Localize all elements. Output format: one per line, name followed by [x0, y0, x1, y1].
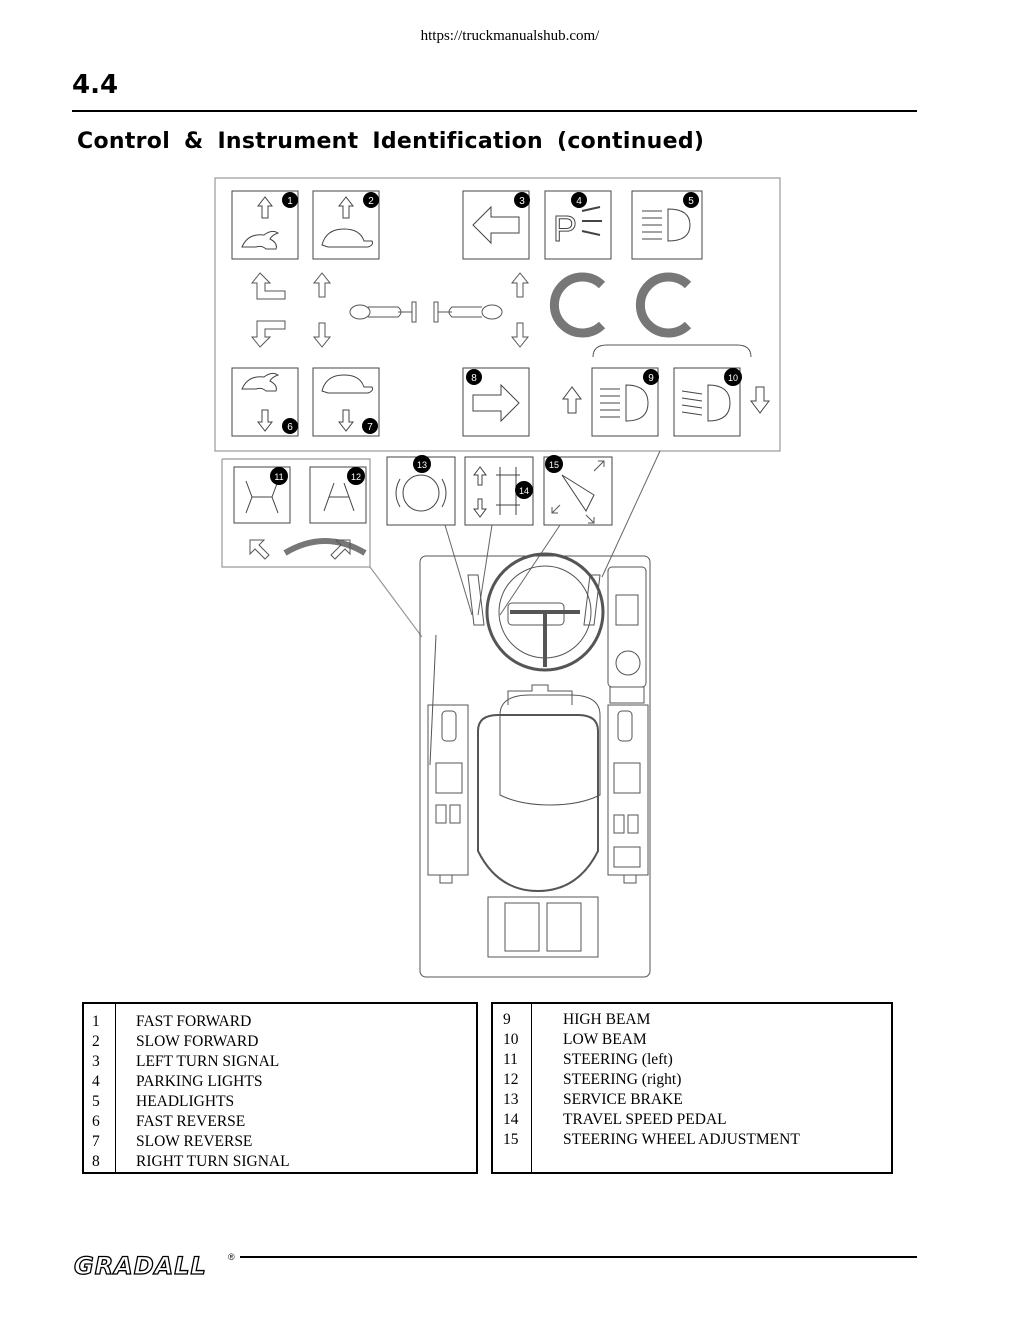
slow-forward-icon — [312, 190, 380, 260]
callout: 14 — [519, 486, 529, 496]
header-rule — [72, 110, 917, 112]
callout: 7 — [367, 422, 373, 433]
legend-number: 14 — [503, 1111, 519, 1128]
right-turn-signal-icon — [462, 367, 530, 437]
legend-number: 8 — [92, 1153, 100, 1170]
legend-label: LEFT TURN SIGNAL — [136, 1053, 280, 1070]
legend-label: SERVICE BRAKE — [563, 1091, 683, 1108]
callout: 15 — [549, 460, 559, 470]
table-row: 5 HEADLIGHTS — [84, 1092, 474, 1112]
legend-label: STEERING (left) — [563, 1051, 673, 1068]
callout: 3 — [519, 196, 525, 207]
legend-number: 9 — [503, 1011, 511, 1028]
source-url[interactable]: https://truckmanualshub.com/ — [420, 28, 600, 44]
callout: 8 — [471, 373, 477, 384]
callout: 4 — [576, 196, 582, 207]
steering-arc — [283, 538, 367, 556]
beam-bracket — [592, 344, 752, 358]
legend-label: HEADLIGHTS — [136, 1093, 235, 1110]
legend-table-right: 9 HIGH BEAM 10 LOW BEAM 11 STEERING (lef… — [491, 1002, 893, 1174]
steering-left-icon — [233, 466, 291, 524]
high-beam-icon — [562, 367, 659, 437]
legend-label: TRAVEL SPEED PEDAL — [563, 1111, 727, 1128]
left-turn-signal-icon — [462, 190, 530, 260]
legend-number: 7 — [92, 1133, 100, 1150]
legend-number: 1 — [92, 1013, 100, 1030]
legend-table-left: 1 FAST FORWARD 2 SLOW FORWARD 3 LEFT TUR… — [82, 1002, 478, 1174]
table-row: 9 HIGH BEAM — [493, 1010, 889, 1030]
fast-reverse-icon — [231, 367, 299, 437]
legend-label: HIGH BEAM — [563, 1011, 651, 1028]
headlights-icon — [631, 190, 703, 260]
parking-lights-icon: P — [544, 190, 612, 260]
legend-label: LOW BEAM — [563, 1031, 647, 1048]
callout: 5 — [688, 196, 694, 207]
legend-number: 3 — [92, 1053, 100, 1070]
control-diagram: P — [214, 177, 781, 978]
table-row: 11 STEERING (left) — [493, 1050, 889, 1070]
registered-mark: ® — [228, 1252, 235, 1262]
callout: 13 — [417, 460, 427, 470]
footer-rule — [240, 1256, 917, 1258]
callout: 6 — [287, 422, 293, 433]
logo-text: GRADALL — [74, 1252, 207, 1280]
legend-label: SLOW REVERSE — [136, 1133, 253, 1150]
curved-arrows-icon — [549, 272, 692, 338]
legend-number: 10 — [503, 1031, 519, 1048]
slow-reverse-icon — [312, 367, 380, 437]
low-beam-icon — [673, 367, 770, 437]
table-row: 8 RIGHT TURN SIGNAL — [84, 1152, 474, 1172]
lever-right-icon — [433, 272, 530, 348]
table-row: 13 SERVICE BRAKE — [493, 1090, 889, 1110]
callout: 2 — [368, 196, 374, 207]
column-divider — [115, 1004, 116, 1172]
table-row: 1 FAST FORWARD — [84, 1012, 474, 1032]
legend-label: FAST REVERSE — [136, 1113, 246, 1130]
lever-left-icon — [349, 301, 417, 323]
legend-number: 11 — [503, 1051, 518, 1068]
table-row: 12 STEERING (right) — [493, 1070, 889, 1090]
table-row: 2 SLOW FORWARD — [84, 1032, 474, 1052]
legend-label: SLOW FORWARD — [136, 1033, 259, 1050]
turn-arrows-icon — [250, 272, 332, 348]
table-row: 3 LEFT TURN SIGNAL — [84, 1052, 474, 1072]
legend-number: 2 — [92, 1033, 100, 1050]
steering-right-icon — [309, 466, 367, 524]
callout: 11 — [274, 472, 283, 482]
legend-label: PARKING LIGHTS — [136, 1073, 263, 1090]
legend-number: 6 — [92, 1113, 100, 1130]
fast-forward-icon — [231, 190, 299, 260]
section-number: 4.4 — [72, 70, 119, 100]
legend-label: STEERING WHEEL ADJUSTMENT — [563, 1131, 800, 1148]
table-row: 14 TRAVEL SPEED PEDAL — [493, 1110, 889, 1130]
table-row: 10 LOW BEAM — [493, 1030, 889, 1050]
table-row: 15 STEERING WHEEL ADJUSTMENT — [493, 1130, 889, 1150]
cab-plan-view — [419, 552, 651, 978]
legend-number: 15 — [503, 1131, 519, 1148]
legend-number: 13 — [503, 1091, 519, 1108]
column-divider — [531, 1004, 532, 1172]
table-row: 6 FAST REVERSE — [84, 1112, 474, 1132]
legend-number: 4 — [92, 1073, 100, 1090]
steering-wheel-adjustment-icon — [543, 456, 613, 526]
legend-number: 12 — [503, 1071, 519, 1088]
callout: 9 — [648, 373, 654, 384]
table-row: 4 PARKING LIGHTS — [84, 1072, 474, 1092]
gradall-logo: GRADALL ® — [73, 1251, 235, 1280]
callout: 10 — [728, 373, 738, 383]
table-row: 7 SLOW REVERSE — [84, 1132, 474, 1152]
legend-number: 5 — [92, 1093, 100, 1110]
legend-label: FAST FORWARD — [136, 1013, 252, 1030]
svg-text:P: P — [553, 208, 577, 249]
callout: 12 — [351, 472, 361, 482]
legend-label: RIGHT TURN SIGNAL — [136, 1153, 290, 1170]
page-title: Control & Instrument Identification (con… — [77, 129, 705, 154]
callouts: 1 2 3 4 5 6 7 8 9 10 11 12 13 14 15 — [270, 192, 742, 499]
legend-label: STEERING (right) — [563, 1071, 682, 1088]
callout: 1 — [287, 196, 293, 207]
